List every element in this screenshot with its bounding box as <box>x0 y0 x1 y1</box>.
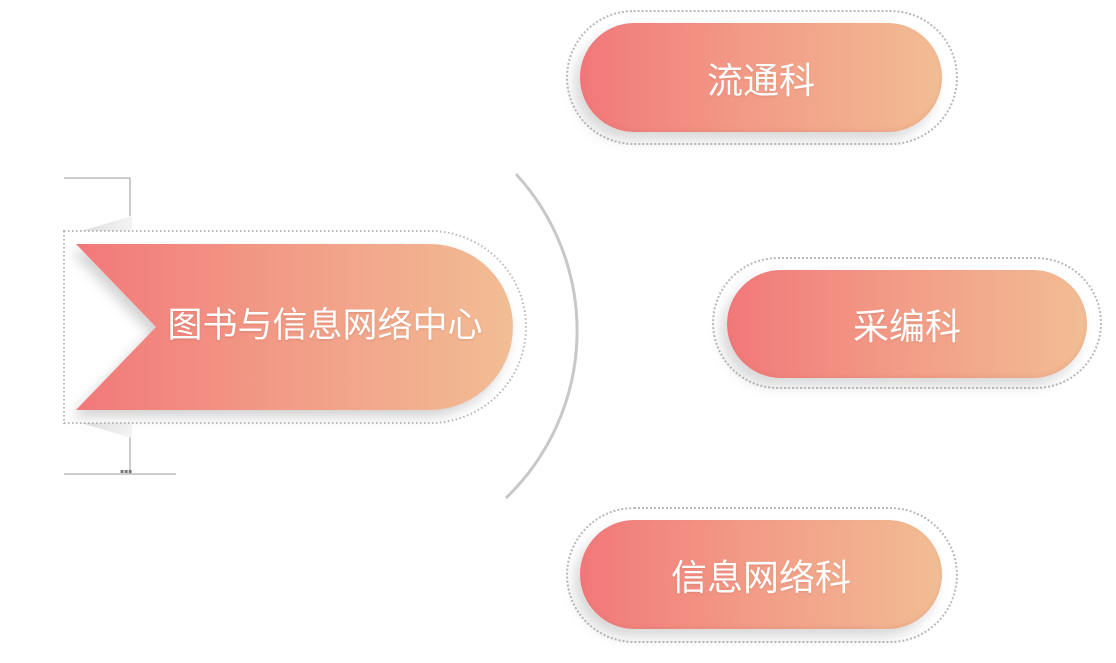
department-network-label: 信息网络科 <box>670 557 851 599</box>
root-ribbon <box>63 216 527 438</box>
ribbon-body <box>76 244 513 410</box>
department-circulation-label: 流通科 <box>706 60 815 102</box>
department-acquisition-label: 采编科 <box>852 307 961 348</box>
department-network: 信息网络科 <box>580 520 942 629</box>
guide-mark: ▪▪▪ <box>120 468 133 475</box>
connector-arc <box>504 172 579 500</box>
root-label: 图书与信息网络中心 <box>167 306 483 346</box>
department-circulation: 流通科 <box>580 23 942 132</box>
department-acquisition: 采编科 <box>727 270 1087 378</box>
